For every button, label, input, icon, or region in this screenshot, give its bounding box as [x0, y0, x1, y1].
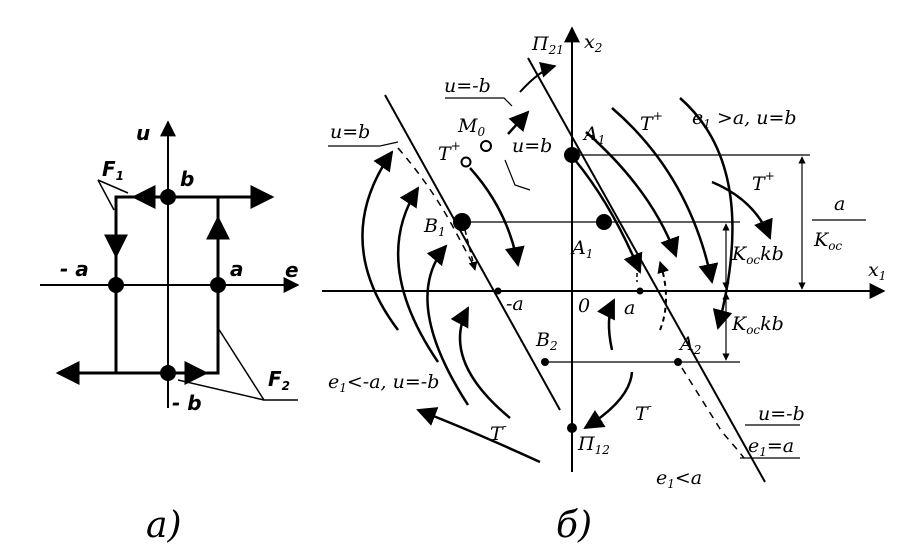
point-a2: [674, 358, 682, 366]
label-x2-axis: x2: [584, 31, 602, 55]
leader-u-b-small: [504, 159, 531, 191]
label-tplus-top: T+: [640, 109, 663, 135]
label-x1-axis: x1: [868, 259, 886, 283]
switching-line-right: [527, 57, 766, 483]
trajectory-u-b-small: [507, 110, 530, 135]
trajectory-left-4: [450, 306, 511, 419]
label-a: a: [230, 257, 244, 281]
label-u-minus-b-top: u=-b: [444, 75, 491, 97]
point-a: [210, 277, 226, 293]
label-u-b-left: u=b: [330, 121, 370, 143]
label-b2: B2: [535, 329, 558, 353]
point-m0: [480, 140, 492, 152]
f1-leader-1: [97, 179, 129, 194]
point-minus-a: [108, 277, 124, 293]
label-f2: F2: [268, 367, 290, 393]
label-f1: F1: [102, 157, 124, 183]
caption-b: б): [556, 505, 592, 546]
f1-leader-2: [97, 179, 115, 211]
trajectory-left-2: [396, 186, 440, 363]
panel-a-relay-characteristic: u e b - b a - a F1 F2 а): [40, 120, 300, 546]
trajectory-tminus-bottom: [416, 407, 541, 464]
trajectory-tplus-1: [585, 131, 680, 258]
f2-leader-2: [177, 379, 265, 401]
point-minus-b: [160, 365, 176, 381]
label-a2: A2: [678, 333, 701, 357]
label-e-axis: e: [285, 258, 299, 282]
label-minus-a: - a: [60, 257, 89, 281]
label-m0: M0: [457, 115, 485, 139]
trajectory-dashed-down-left: [464, 229, 478, 271]
label-origin: 0: [578, 295, 590, 317]
label-frac-den: Koc: [813, 229, 842, 253]
panel-b-phase-plane: x1 x2 П21 П12 u=-b u=b u=b M0 T+ T+ T+ T…: [322, 26, 886, 546]
point-a: [636, 287, 644, 295]
point-a1-mid: [596, 214, 612, 230]
label-u-minus-b-bottom: u=-b: [758, 403, 805, 425]
label-pi21: П21: [531, 33, 564, 57]
label-tminus-mid: T-: [635, 399, 652, 425]
label-pi12: П12: [577, 433, 610, 457]
label-a1-top: A1: [582, 123, 605, 147]
point-tplus-start: [460, 156, 472, 168]
label-u-axis: u: [136, 121, 150, 145]
label-cond-bottom: e1<-a, u=-b: [328, 371, 439, 395]
point-b2: [541, 358, 549, 366]
label-a1-mid: A1: [570, 237, 593, 261]
trajectory-a1-to-a: [574, 159, 643, 274]
leader-u-b-left: [328, 141, 399, 147]
label-u-b-small: u=b: [512, 135, 552, 157]
label-cond-top: e1 >a, u=b: [692, 107, 797, 131]
dashed-boundary-right: [681, 367, 745, 459]
trajectory-left-1: [361, 150, 399, 331]
point-b: [160, 189, 176, 205]
label-b: b: [180, 167, 194, 191]
dashed-boundary-left: [397, 147, 476, 269]
point-a1-top: [564, 147, 580, 163]
leader-u-minus-b-top: [445, 97, 513, 107]
point-minus-a: [494, 287, 502, 295]
point-pi12: [567, 423, 577, 433]
label-b1: B1: [423, 215, 446, 239]
label-minus-a-tick: -a: [506, 293, 524, 315]
trajectory-tplus-2: [611, 107, 719, 284]
label-e1-eq-a: e1=a: [748, 435, 794, 459]
point-b1: [453, 213, 471, 231]
label-tplus-left: T+: [438, 139, 461, 165]
trajectory-tplus-right: [711, 180, 773, 240]
label-tminus-bottom: T-: [490, 419, 507, 445]
switching-line-left: [384, 94, 561, 411]
label-kockb-lower: Kockb: [731, 313, 784, 337]
trajectory-to-pi12: [583, 371, 634, 430]
label-a-tick: a: [624, 297, 635, 319]
trajectory-m0-upper: [519, 61, 557, 93]
label-tplus-right: T+: [752, 169, 775, 195]
trajectory-b2-up: [597, 298, 616, 351]
trajectory-left-3: [426, 244, 470, 406]
trajectory-tplus-left: [469, 167, 525, 267]
trajectory-tplus-3: [679, 97, 734, 330]
label-e1-lt-a: e1<a: [656, 467, 702, 491]
label-minus-b: - b: [172, 391, 202, 415]
label-kockb-upper: Kockb: [731, 243, 784, 267]
label-frac-num: a: [834, 193, 845, 215]
caption-a: а): [146, 505, 182, 546]
